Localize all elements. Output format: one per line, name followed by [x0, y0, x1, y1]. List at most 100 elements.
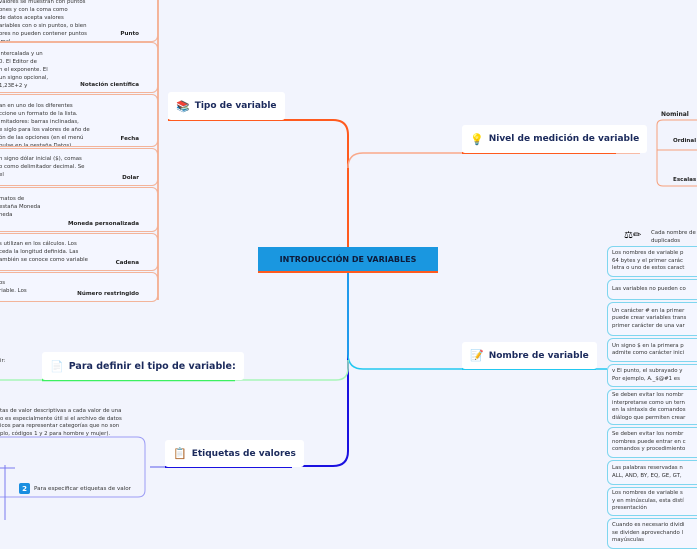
type-card-fecha[interactable]: an en uno de los diferentes ccione un for…: [0, 94, 158, 147]
topic-title: Nivel de medición de variable: [488, 134, 640, 144]
card-title: Moneda personalizada: [67, 221, 139, 227]
card-text-line: n el exponente. El: [0, 67, 48, 73]
rule-text-line: letra o uno de estos caract: [612, 265, 685, 272]
card-title: Cadena: [115, 260, 139, 266]
card-text-line: matos de: [0, 196, 25, 202]
card-text-line: 0. El Editor de: [0, 59, 37, 65]
etiquetas-step[interactable]: 2 Para especificar etiquetas de valor: [19, 483, 131, 494]
rule-text-line: mayúsculas: [612, 537, 644, 544]
rule-text-line: primer carácter de una var: [612, 322, 685, 329]
card-text-line: os: [0, 280, 6, 286]
rule-text-line: Por ejemplo, A._$@#1 es: [612, 375, 680, 382]
card-text-line: pulse en la pestaña Datos).: [0, 143, 74, 147]
memo-icon: 📝: [470, 349, 484, 362]
topic-nombre-variable[interactable]: 📝 Nombre de variable: [462, 342, 597, 369]
card-text-line: 1,23E+2 y: [0, 83, 28, 89]
rule-text-line: en la sintaxis de comandos: [612, 407, 686, 413]
card-text-line: ores no pueden contener puntos: [0, 31, 87, 37]
card-text-line: un signo opcional,: [0, 75, 49, 81]
rule-text-line: Un carácter # en la primer: [612, 307, 685, 314]
card-text-line: ccione un formato de la lista.: [0, 111, 78, 117]
gavel-pencil-icon: ⚖✏: [624, 230, 642, 241]
card-title: Notación científica: [80, 82, 139, 88]
rule-text-line: se dividen aprovechando l: [612, 529, 683, 536]
card-text-line: imitadores: barras inclinadas,: [0, 119, 79, 125]
rule-text-line: ALL, AND, BY, EQ, GE, GT,: [612, 472, 682, 479]
rule-text-line: diálogo que permiten crear: [612, 414, 686, 421]
connector-lines: [0, 0, 697, 520]
card-text-line: o como delimitador decimal. Se: [0, 164, 85, 170]
topic-title: Etiquetas de valores: [191, 448, 296, 459]
card-text-line: ón de las opciones (en el menú: [0, 135, 84, 141]
card-text-line: el: [0, 172, 4, 178]
rule-text-line: Los nombres de variable s: [612, 490, 683, 497]
card-text-line: e siglo para los valores de año de: [0, 127, 90, 133]
definir-side-text: ir:: [0, 358, 6, 364]
level-escalas[interactable]: Escalas: [673, 177, 697, 183]
rule-text-line: nombres puede entrar en c: [612, 438, 686, 445]
topic-title: Tipo de variable: [194, 101, 277, 111]
card-text-line: estaña Moneda: [0, 204, 41, 210]
rule-text-line: interpretarse como un tern: [612, 399, 685, 406]
card-title: Dolar: [122, 175, 139, 181]
central-title: INTRODUCCIÓN DE VARIABLES: [279, 254, 417, 264]
naming-rule-card[interactable]: Las variables no pueden co: [607, 279, 697, 300]
rule-text-line: admite como carácter inici: [612, 350, 685, 356]
card-text-line: de datos acepta valores: [0, 15, 64, 21]
number-2-icon: 2: [19, 483, 30, 494]
card-text-line: ariables con o sin puntos, o bien: [0, 23, 87, 29]
level-ordinal[interactable]: Ordinal: [673, 138, 697, 144]
type-card-cadena[interactable]: s utilizan en los cálculos. Los ceda la l…: [0, 233, 158, 271]
rule-text-line: Un signo $ en la primera p: [612, 342, 684, 349]
rule-text-line: v El punto, el subrayado y: [612, 368, 683, 374]
topic-definir-tipo[interactable]: 📄 Para definir el tipo de variable:: [42, 352, 244, 380]
rule-text-line: Cuando es necesario dividi: [612, 522, 685, 529]
rule-text-line: puede crear variables trans: [612, 315, 687, 322]
card-text-line: neda: [0, 212, 13, 218]
rule-text-line: comandos y procedimiento: [612, 446, 686, 453]
central-topic[interactable]: INTRODUCCIÓN DE VARIABLES: [258, 247, 438, 273]
card-text-line: ones y con la coma como: [0, 7, 68, 13]
card-title: Número restringido: [77, 291, 139, 297]
etiquetas-description: tas de valor descriptivas a cada valor d…: [0, 408, 122, 437]
card-text-line: n signo dólar inicial ($), comas: [0, 156, 82, 162]
card-title: Fecha: [120, 136, 139, 142]
card-text-line: ceda la longitud definida. Las: [0, 249, 79, 255]
document-icon: 📄: [50, 359, 64, 373]
lightbulb-icon: 💡: [470, 132, 484, 146]
card-text-line: s utilizan en los cálculos. Los: [0, 241, 77, 247]
topic-tipo-variable[interactable]: 📚Tipo de variable: [168, 92, 285, 120]
rule-text-line: presentación: [612, 505, 647, 512]
type-card-notacion[interactable]: intercalada y un 0. El Editor de n el expo…: [0, 42, 158, 93]
type-card-dolar[interactable]: n signo dólar inicial ($), comas o como d…: [0, 148, 158, 186]
rule-text-line: Las variables no pueden co: [612, 285, 686, 292]
topic-title: Para definir el tipo de variable:: [68, 360, 236, 372]
rule-text-line: y en minúsculas, esta distí: [612, 497, 684, 504]
topic-etiquetas-valores[interactable]: 📋Etiquetas de valores: [165, 440, 304, 467]
topic-nivel-medicion[interactable]: 💡 Nivel de medición de variable: [462, 125, 648, 153]
rule-text-line: Se deben evitar los nombr: [612, 431, 684, 438]
card-text-line: imal: [0, 39, 11, 42]
topic-title: Nombre de variable: [488, 350, 589, 361]
rule-text-line: Las palabras reservadas n: [612, 465, 683, 471]
level-nominal[interactable]: Nominal: [661, 111, 689, 118]
card-text-line: intercalada y un: [0, 51, 43, 57]
card-text-line: an en uno de los diferentes: [0, 103, 73, 109]
rule-text-line: Se deben evitar los nombr: [612, 392, 684, 398]
card-text-line: riable. Los: [0, 288, 27, 294]
card-text-line: valores se muestran con puntos: [0, 0, 86, 5]
type-card-punto[interactable]: valores se muestran con puntos ones y con…: [0, 0, 158, 42]
step-label: Para especificar etiquetas de valor: [34, 485, 131, 492]
